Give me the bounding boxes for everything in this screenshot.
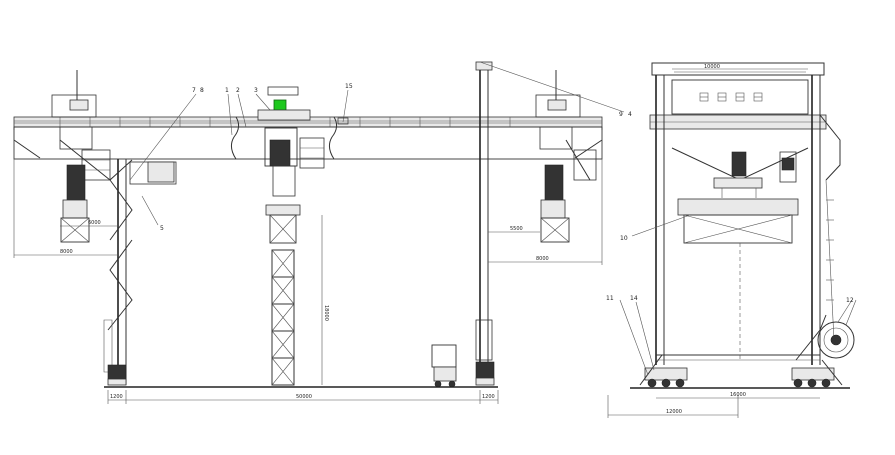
dim-right-overhang: 8000 [536,256,549,262]
dim-right-inner: 5500 [510,226,523,232]
dim-base-right: 1200 [482,394,495,400]
dim-span: 50000 [296,394,312,400]
right-trolley [535,70,597,243]
callout-3: 3 [254,87,258,94]
dim-side-half: 12000 [666,409,682,415]
callout-12: 12 [846,297,854,304]
center-trolley [257,86,325,244]
dim-side-top: 10000 [704,64,720,70]
left-trolley [51,70,111,243]
callout-10: 10 [620,235,628,242]
leader-lines [129,61,625,226]
callout-11: 11 [606,295,614,302]
callout-15: 15 [345,83,353,90]
truck [431,344,457,388]
callout-14: 14 [630,295,638,302]
dim-left-overhang: 8000 [60,249,73,255]
callout-1: 1 [225,87,229,94]
callout-2: 2 [236,87,240,94]
left-leg [103,159,177,386]
side-elevation: 11 14 10 12 16000 12000 10000 [606,62,857,418]
dim-lift-height: 18000 [323,305,329,321]
callout-8: 8 [200,87,204,94]
callout-7: 7 [192,87,196,94]
right-leg [475,61,495,386]
callout-9: 9 [619,111,623,118]
dim-base-left: 1200 [110,394,123,400]
front-elevation: 7 8 1 2 3 15 5 9 4 8000 6000 18000 5500 … [13,61,632,404]
left-bogie [644,367,688,388]
callout-4: 4 [628,111,632,118]
dim-left-height: 6000 [88,220,101,226]
right-bogie [791,367,835,388]
callout-5: 5 [160,225,164,232]
container-stack [271,249,295,386]
dim-side-gauge: 16000 [730,392,746,398]
dimension-lines [13,130,603,404]
